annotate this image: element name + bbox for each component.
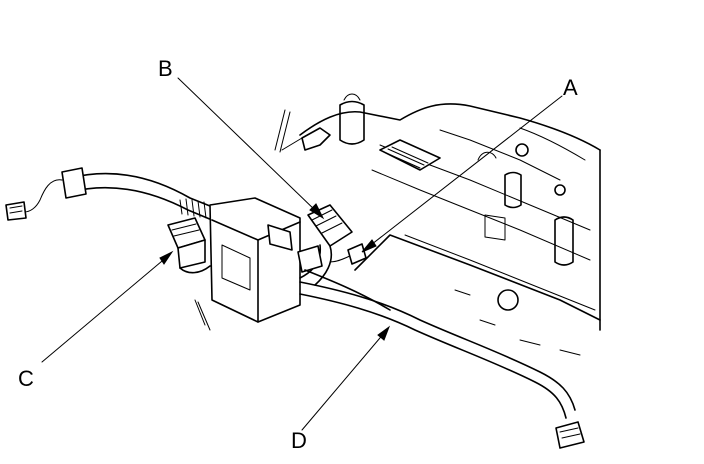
arrowhead-a: [361, 239, 377, 253]
sub-harness-d: [299, 269, 585, 449]
label-d: D: [291, 428, 307, 453]
arrowhead-b: [309, 203, 325, 220]
leader-arrows: [41, 77, 563, 431]
arrow-a: [366, 95, 563, 249]
label-c: C: [18, 366, 34, 391]
engine-intake-manifold: [281, 93, 601, 356]
label-a: A: [563, 75, 578, 100]
control-unit-box: [179, 109, 301, 331]
connector-a: [297, 243, 367, 273]
connector-c: [167, 217, 211, 274]
label-b: B: [158, 56, 173, 81]
arrow-d: [301, 331, 386, 431]
arrowhead-d: [377, 325, 391, 341]
arrow-c: [41, 255, 169, 363]
connector-b: [299, 204, 353, 286]
main-harness-cable: [5, 167, 216, 221]
arrow-b: [177, 77, 319, 214]
arrowhead-c: [159, 250, 174, 265]
